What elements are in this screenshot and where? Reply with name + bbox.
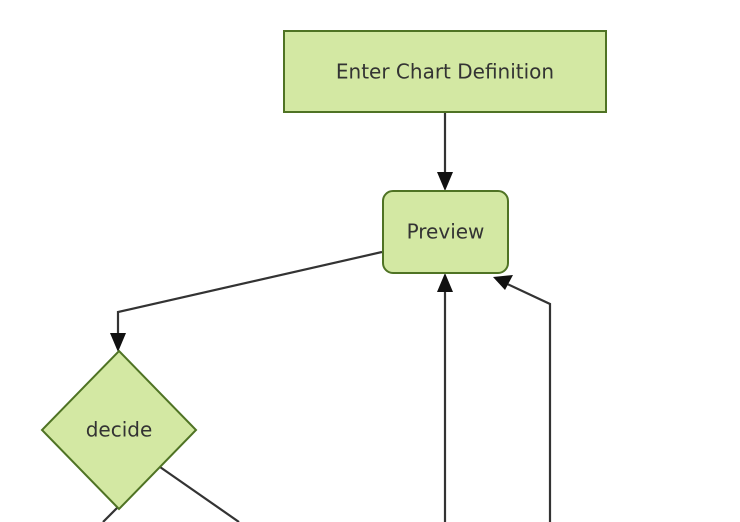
node-enter-chart-definition[interactable]: Enter Chart Definition <box>283 30 607 113</box>
edge-decide-right-out[interactable] <box>159 466 240 522</box>
edge-layer <box>102 113 552 522</box>
edge-enter-to-preview[interactable] <box>437 113 453 191</box>
edge-bottom-right-to-preview-line <box>502 281 552 522</box>
edge-bottom-center-to-preview[interactable] <box>437 273 453 522</box>
edge-bottom-center-to-preview-arrowhead-icon <box>437 273 453 292</box>
edge-bottom-right-to-preview[interactable] <box>493 275 552 522</box>
edge-decide-bottom-out[interactable] <box>102 505 120 522</box>
edge-decide-bottom-out-line <box>102 505 120 522</box>
edge-preview-to-decide-line <box>116 250 383 342</box>
node-layer: Enter Chart Definition Preview decide <box>40 30 607 511</box>
node-enter-chart-definition-shape <box>283 30 607 113</box>
edge-enter-to-preview-arrowhead-icon <box>437 172 453 191</box>
edge-decide-right-out-line <box>159 466 240 522</box>
edge-bottom-right-to-preview-arrowhead-icon <box>493 275 513 290</box>
edge-preview-to-decide-arrowhead-icon <box>110 333 126 352</box>
node-decide-shape <box>40 349 198 511</box>
node-preview-shape <box>382 190 509 274</box>
node-preview[interactable]: Preview <box>382 190 509 274</box>
node-decide[interactable]: decide <box>40 349 198 511</box>
edge-preview-to-decide[interactable] <box>110 250 383 352</box>
